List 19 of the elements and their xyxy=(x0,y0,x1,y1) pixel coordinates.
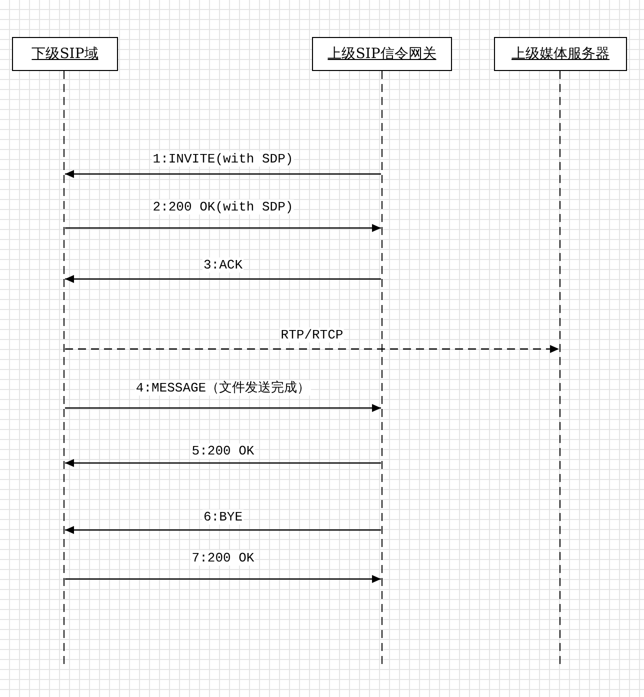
participant-box: 上级SIP信令网关 xyxy=(312,37,452,71)
message-arrow xyxy=(65,170,381,178)
message-arrow xyxy=(65,224,381,232)
message-label: 2:200 OK(with SDP) xyxy=(152,200,294,214)
participant-box: 上级媒体服务器 xyxy=(494,37,627,71)
message-arrow xyxy=(65,404,381,412)
message-arrow xyxy=(65,459,381,467)
message-label: 7:200 OK xyxy=(190,550,256,566)
message-label: 5:200 OK xyxy=(190,444,256,458)
message-arrow xyxy=(65,275,381,283)
message-arrow xyxy=(65,526,381,534)
message-label: 6:BYE xyxy=(202,510,244,524)
message-label: 1:INVITE(with SDP) xyxy=(152,152,294,166)
message-label: 3:ACK xyxy=(202,258,244,272)
message-label: RTP/RTCP xyxy=(280,328,344,342)
message-arrow xyxy=(65,575,381,583)
message-arrow xyxy=(65,345,559,353)
message-label: 4:MESSAGE（文件发送完成） xyxy=(134,380,312,396)
participant-box: 下级SIP域 xyxy=(12,37,118,71)
